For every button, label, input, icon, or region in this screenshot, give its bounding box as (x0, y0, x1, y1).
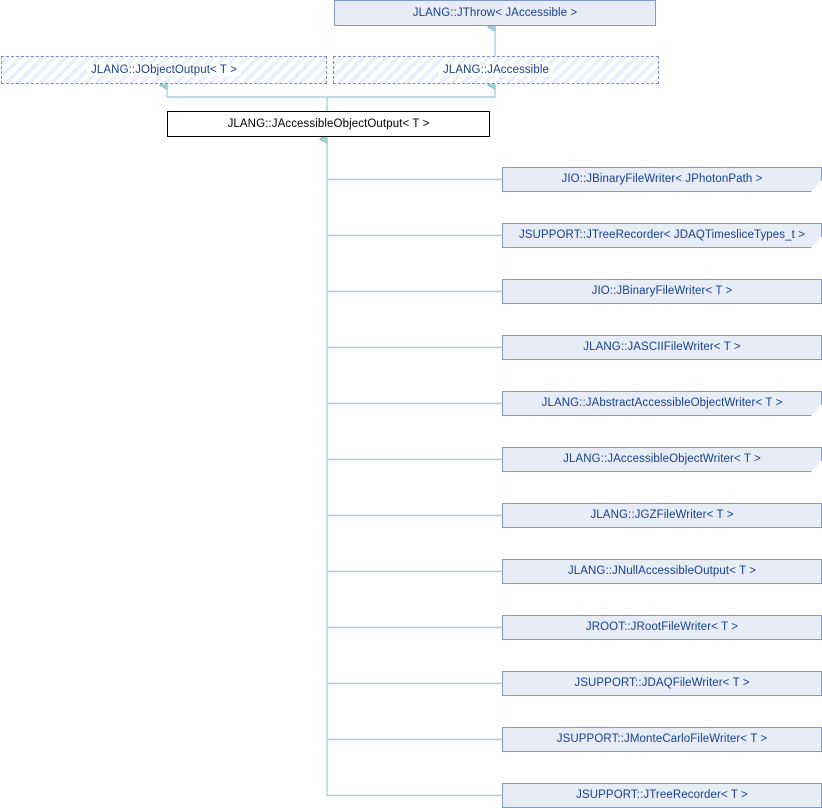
class-node-jsupport-jdaqfilewriter[interactable]: JSUPPORT::JDAQFileWriter< T > (502, 671, 822, 696)
class-node-jroot-jrootfilewriter[interactable]: JROOT::JRootFileWriter< T > (502, 615, 822, 640)
class-node-label: JIO::JBinaryFileWriter< T > (591, 285, 733, 298)
class-node-label: JSUPPORT::JTreeRecorder< T > (576, 789, 748, 802)
class-node-label: JROOT::JRootFileWriter< T > (585, 621, 739, 634)
class-node-label: JLANG::JThrow< JAccessible > (412, 6, 578, 19)
class-node-jlang-jnullaccessibleoutput[interactable]: JLANG::JNullAccessibleOutput< T > (502, 559, 822, 584)
class-node-jsupport-jtreerecorder-jdaqtimeslicetypes[interactable]: JSUPPORT::JTreeRecorder< JDAQTimesliceTy… (502, 223, 822, 248)
class-node-label: JLANG::JNullAccessibleOutput< T > (567, 565, 757, 578)
class-node-label: JIO::JBinaryFileWriter< JPhotonPath > (561, 173, 763, 186)
class-node-jlang-jabstractaccessibleobjectwriter[interactable]: JLANG::JAbstractAccessibleObjectWriter< … (502, 391, 822, 416)
class-node-label: JLANG::JGZFileWriter< T > (590, 509, 734, 522)
class-node-jthrow-jaccessible[interactable]: JLANG::JThrow< JAccessible > (334, 0, 656, 26)
class-node-label: JSUPPORT::JTreeRecorder< JDAQTimesliceTy… (518, 229, 806, 242)
class-node-label: JLANG::JASCIIFileWriter< T > (583, 341, 741, 354)
class-node-label: JLANG::JAccessibleObjectOutput< T > (227, 117, 430, 130)
class-node-jaccessibleobjectoutput-current[interactable]: JLANG::JAccessibleObjectOutput< T > (167, 111, 490, 137)
class-node-jobjectoutput[interactable]: JLANG::JObjectOutput< T > (1, 56, 327, 84)
class-node-label: JSUPPORT::JMonteCarloFileWriter< T > (556, 733, 768, 746)
class-node-jaccessible[interactable]: JLANG::JAccessible (333, 56, 659, 84)
class-node-label: JLANG::JAccessible (439, 63, 553, 77)
class-node-label: JSUPPORT::JDAQFileWriter< T > (574, 677, 750, 690)
class-node-jlang-jasciifilewriter[interactable]: JLANG::JASCIIFileWriter< T > (502, 335, 822, 360)
class-node-jlang-jaccessibleobjectwriter[interactable]: JLANG::JAccessibleObjectWriter< T > (502, 447, 822, 472)
class-node-label: JLANG::JAccessibleObjectWriter< T > (563, 453, 761, 466)
class-node-jsupport-jtreerecorder[interactable]: JSUPPORT::JTreeRecorder< T > (502, 783, 822, 808)
class-node-jio-jbinaryfilewriter[interactable]: JIO::JBinaryFileWriter< T > (502, 279, 822, 304)
class-node-label: JLANG::JAbstractAccessibleObjectWriter< … (541, 397, 783, 410)
class-node-jsupport-jmontecarlofilewriter[interactable]: JSUPPORT::JMonteCarloFileWriter< T > (502, 727, 822, 752)
class-node-jlang-jgzfilewriter[interactable]: JLANG::JGZFileWriter< T > (502, 503, 822, 528)
class-node-jio-jbinaryfilewriter-jphotonpath[interactable]: JIO::JBinaryFileWriter< JPhotonPath > (502, 167, 822, 192)
class-node-label: JLANG::JObjectOutput< T > (87, 63, 241, 77)
